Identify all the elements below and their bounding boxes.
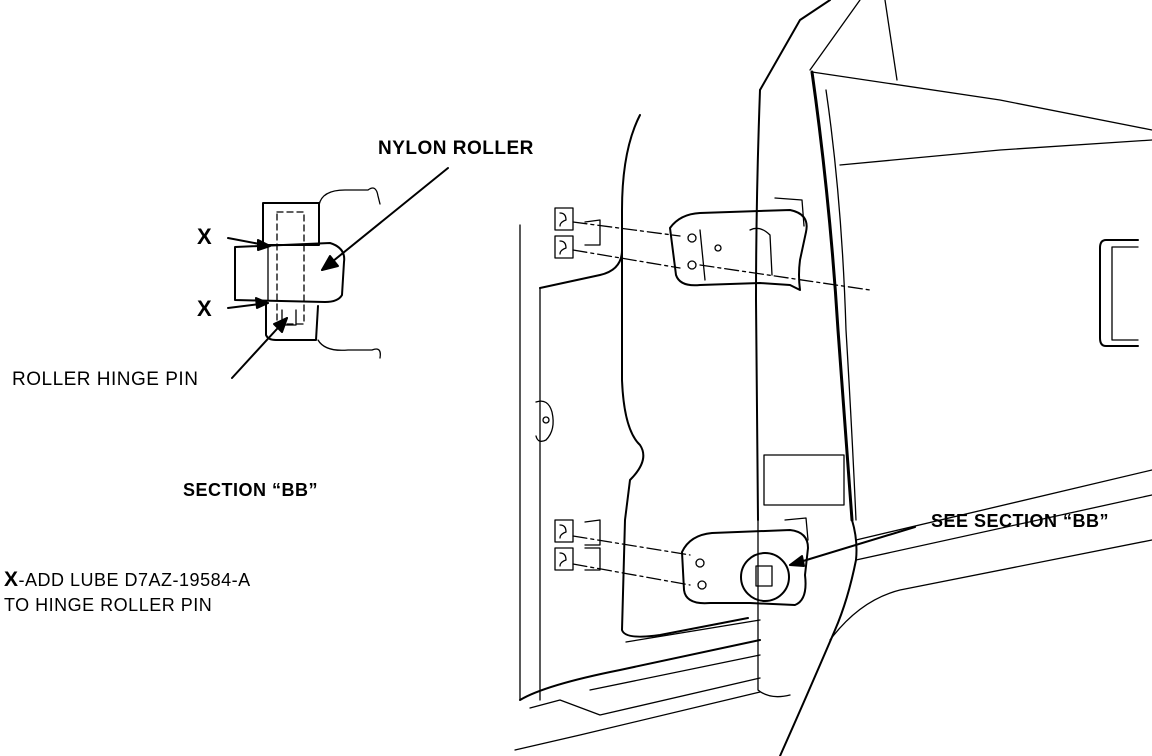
lube-note-line-1: X-ADD LUBE D7AZ-19584-A — [4, 568, 251, 592]
label-roller-hinge-pin: ROLLER HINGE PIN — [12, 369, 199, 390]
label-see-section-bb: SEE SECTION “BB” — [931, 511, 1110, 531]
pillar-clip — [535, 400, 554, 442]
lube-note-x: X — [4, 568, 19, 591]
lower-hinge-roller — [740, 552, 790, 602]
break-line-top — [318, 187, 381, 206]
label-section-bb: SECTION “BB” — [183, 480, 319, 500]
label-x-bottom: X — [197, 296, 213, 321]
door — [755, 0, 1152, 756]
lower-hinge — [554, 517, 916, 606]
upper-hinge-body — [669, 209, 808, 291]
lube-note-text: -ADD LUBE D7AZ-19584-A — [18, 570, 251, 590]
label-nylon-roller: NYLON ROLLER — [378, 138, 534, 159]
section-bb-detail — [227, 167, 449, 379]
break-line-bottom — [317, 339, 381, 359]
leader-nylon-roller — [321, 167, 449, 271]
lower-hinge-body — [681, 529, 809, 606]
pillar-rear-edge — [621, 249, 749, 638]
pin-bottom-stub — [265, 303, 319, 341]
pin-hidden-lines — [276, 211, 305, 325]
window-frame-front — [759, 0, 831, 91]
door-front-inner-edge — [755, 89, 761, 521]
door-check-pocket — [763, 454, 845, 506]
pillar-front-edge — [539, 114, 641, 289]
body-pillar — [514, 114, 761, 751]
upper-hinge — [554, 197, 871, 291]
label-x-top: X — [197, 224, 213, 249]
pin-top-cap — [262, 202, 320, 246]
rocker-upper — [519, 639, 761, 701]
nylon-roller-body — [234, 242, 346, 303]
door-front-outer-edge — [810, 70, 854, 522]
leader-see-section — [789, 526, 916, 566]
lube-note-line-2: TO HINGE ROLLER PIN — [4, 595, 213, 615]
door-handle — [1099, 239, 1139, 347]
